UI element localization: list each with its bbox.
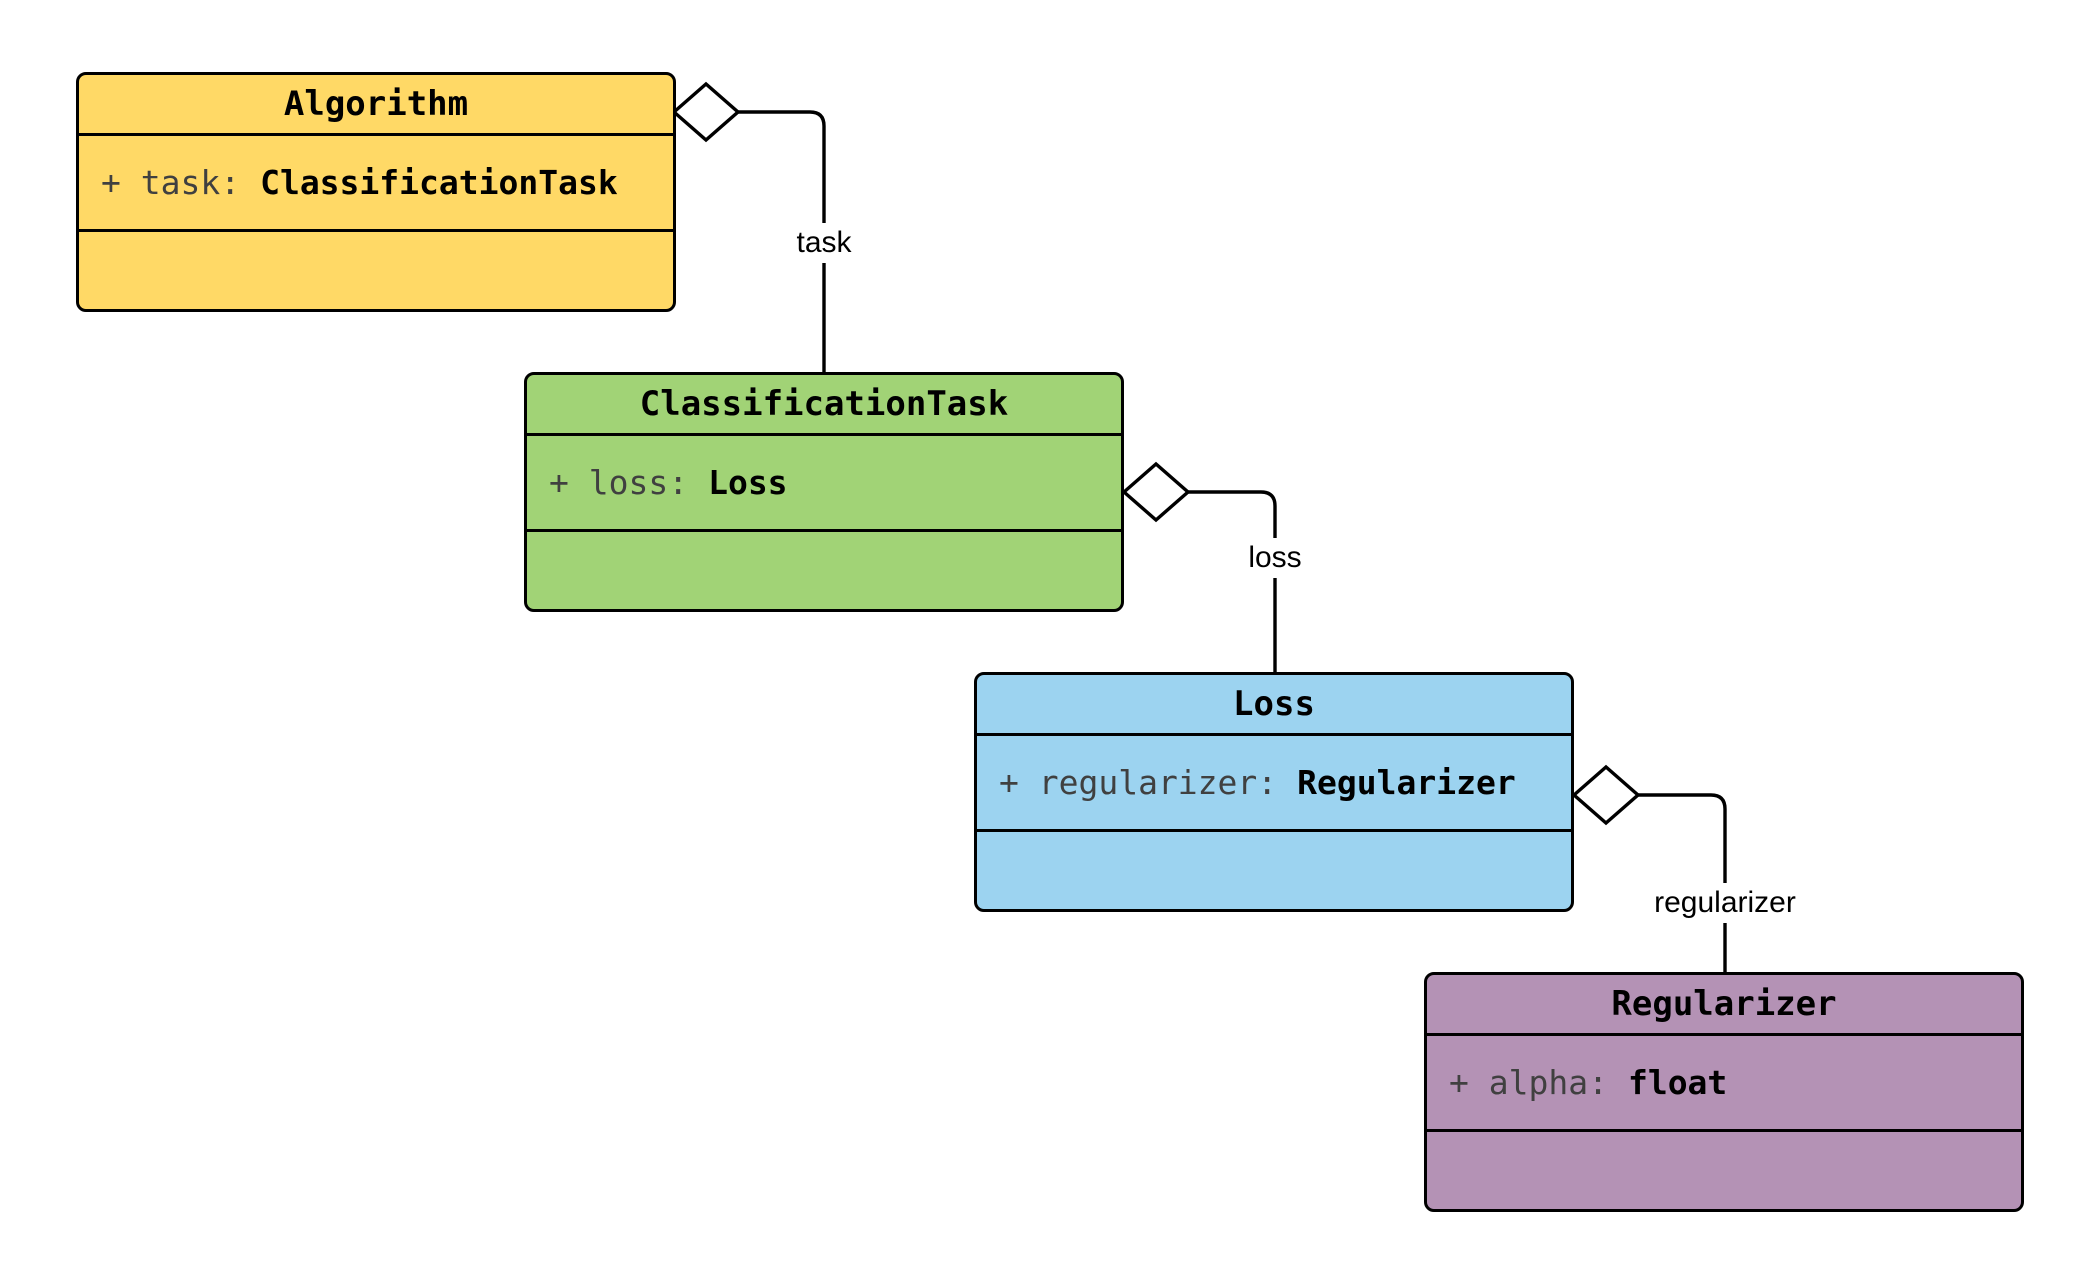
attribute-type: float [1627, 1063, 1728, 1102]
edge-label-task: task [787, 223, 861, 263]
class-node-loss: Loss + regularizer: Regularizer [974, 672, 1574, 912]
class-name: Loss [977, 675, 1571, 736]
methods-compartment-empty [527, 532, 1121, 609]
class-name: ClassificationTask [527, 375, 1121, 436]
attributes-compartment: + regularizer: Regularizer [977, 736, 1571, 832]
aggregation-diamond-regularizer [1571, 764, 1641, 826]
attribute-name: + alpha: [1449, 1063, 1608, 1102]
attributes-compartment: + task: ClassificationTask [79, 136, 673, 232]
attribute-name: + loss: [549, 463, 689, 502]
class-name: Regularizer [1427, 975, 2021, 1036]
methods-compartment-empty [1427, 1132, 2021, 1209]
edge-label-regularizer: regularizer [1645, 883, 1805, 923]
attributes-compartment: + loss: Loss [527, 436, 1121, 532]
attribute-name: + regularizer: [999, 763, 1278, 802]
attribute-type: Regularizer [1297, 763, 1516, 802]
methods-compartment-empty [977, 832, 1571, 909]
class-node-classificationtask: ClassificationTask + loss: Loss [524, 372, 1124, 612]
aggregation-diamond-task [671, 81, 741, 143]
attributes-compartment: + alpha: float [1427, 1036, 2021, 1132]
edge-loss [1188, 490, 1277, 674]
edge-label-loss: loss [1239, 538, 1311, 578]
class-node-regularizer: Regularizer + alpha: float [1424, 972, 2024, 1212]
aggregation-diamond-loss [1121, 461, 1191, 523]
attribute-name: + task: [101, 163, 241, 202]
class-node-algorithm: Algorithm + task: ClassificationTask [76, 72, 676, 312]
attribute-type: Loss [708, 463, 788, 502]
class-name: Algorithm [79, 75, 673, 136]
attribute-type: ClassificationTask [260, 163, 618, 202]
methods-compartment-empty [79, 232, 673, 309]
